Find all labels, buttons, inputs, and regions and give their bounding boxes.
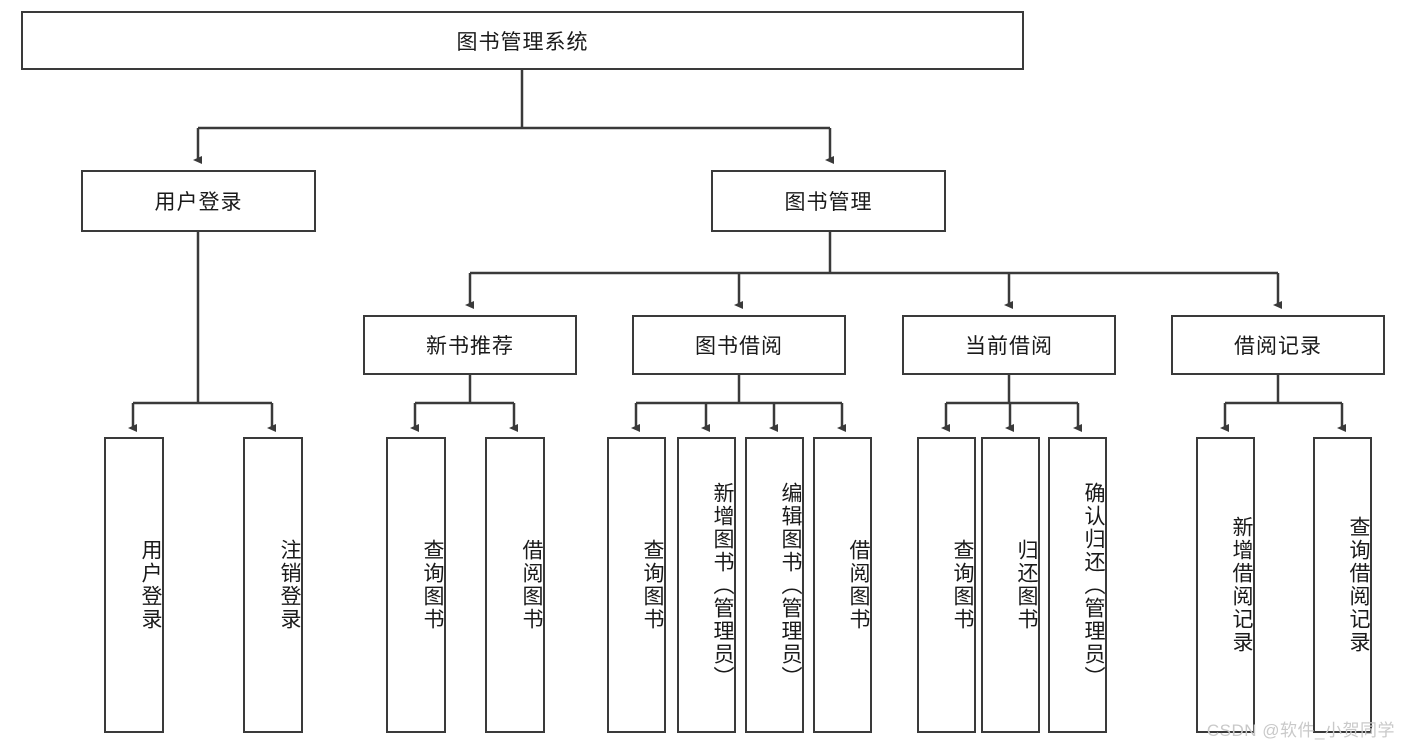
node-root[interactable]: 图书管理系统 xyxy=(21,11,1024,70)
leaf-user-login-signin[interactable]: 用户登录 xyxy=(104,437,164,733)
node-borrow-record-label: 借阅记录 xyxy=(1234,335,1322,358)
leaf-label: 新增借阅记录 xyxy=(1230,516,1253,654)
leaf-label: 查询借阅记录 xyxy=(1347,516,1370,654)
node-current-borrow-label: 当前借阅 xyxy=(965,335,1053,358)
leaf-book-borrow-borrow[interactable]: 借阅图书 xyxy=(813,437,872,733)
node-user-login[interactable]: 用户登录 xyxy=(81,170,316,232)
node-new-book-recommend-label: 新书推荐 xyxy=(426,335,514,358)
leaf-current-borrow-query[interactable]: 查询图书 xyxy=(917,437,976,733)
node-book-borrow-label: 图书借阅 xyxy=(695,335,783,358)
leaf-current-borrow-confirm-return[interactable]: 确认归还（管理员） xyxy=(1048,437,1107,733)
node-book-borrow[interactable]: 图书借阅 xyxy=(632,315,846,375)
leaf-book-borrow-query[interactable]: 查询图书 xyxy=(607,437,666,733)
leaf-borrow-record-add[interactable]: 新增借阅记录 xyxy=(1196,437,1255,733)
leaf-label: 确认归还（管理员） xyxy=(1082,481,1105,689)
leaf-new-book-borrow[interactable]: 借阅图书 xyxy=(485,437,545,733)
node-new-book-recommend[interactable]: 新书推荐 xyxy=(363,315,577,375)
leaf-book-borrow-add[interactable]: 新增图书（管理员） xyxy=(677,437,736,733)
leaf-label: 查询图书 xyxy=(951,539,974,631)
watermark: CSDN @软件_小贺同学 xyxy=(1206,721,1395,740)
leaf-label: 查询图书 xyxy=(421,539,444,631)
leaf-label: 归还图书 xyxy=(1015,539,1038,631)
node-root-label: 图书管理系统 xyxy=(456,30,589,54)
node-borrow-record[interactable]: 借阅记录 xyxy=(1171,315,1385,375)
leaf-current-borrow-return[interactable]: 归还图书 xyxy=(981,437,1040,733)
leaf-label: 查询图书 xyxy=(641,539,664,631)
node-user-login-label: 用户登录 xyxy=(154,191,243,214)
leaf-label: 注销登录 xyxy=(278,539,301,631)
node-book-management-label: 图书管理 xyxy=(784,191,873,214)
leaf-label: 借阅图书 xyxy=(520,539,543,631)
leaf-book-borrow-edit[interactable]: 编辑图书（管理员） xyxy=(745,437,804,733)
node-book-management[interactable]: 图书管理 xyxy=(711,170,946,232)
leaf-borrow-record-query[interactable]: 查询借阅记录 xyxy=(1313,437,1372,733)
leaf-new-book-query[interactable]: 查询图书 xyxy=(386,437,446,733)
leaf-label: 用户登录 xyxy=(139,539,162,631)
leaf-label: 新增图书（管理员） xyxy=(711,481,734,689)
leaf-user-login-signout[interactable]: 注销登录 xyxy=(243,437,303,733)
leaf-label: 编辑图书（管理员） xyxy=(779,481,802,689)
node-current-borrow[interactable]: 当前借阅 xyxy=(902,315,1116,375)
leaf-label: 借阅图书 xyxy=(847,539,870,631)
